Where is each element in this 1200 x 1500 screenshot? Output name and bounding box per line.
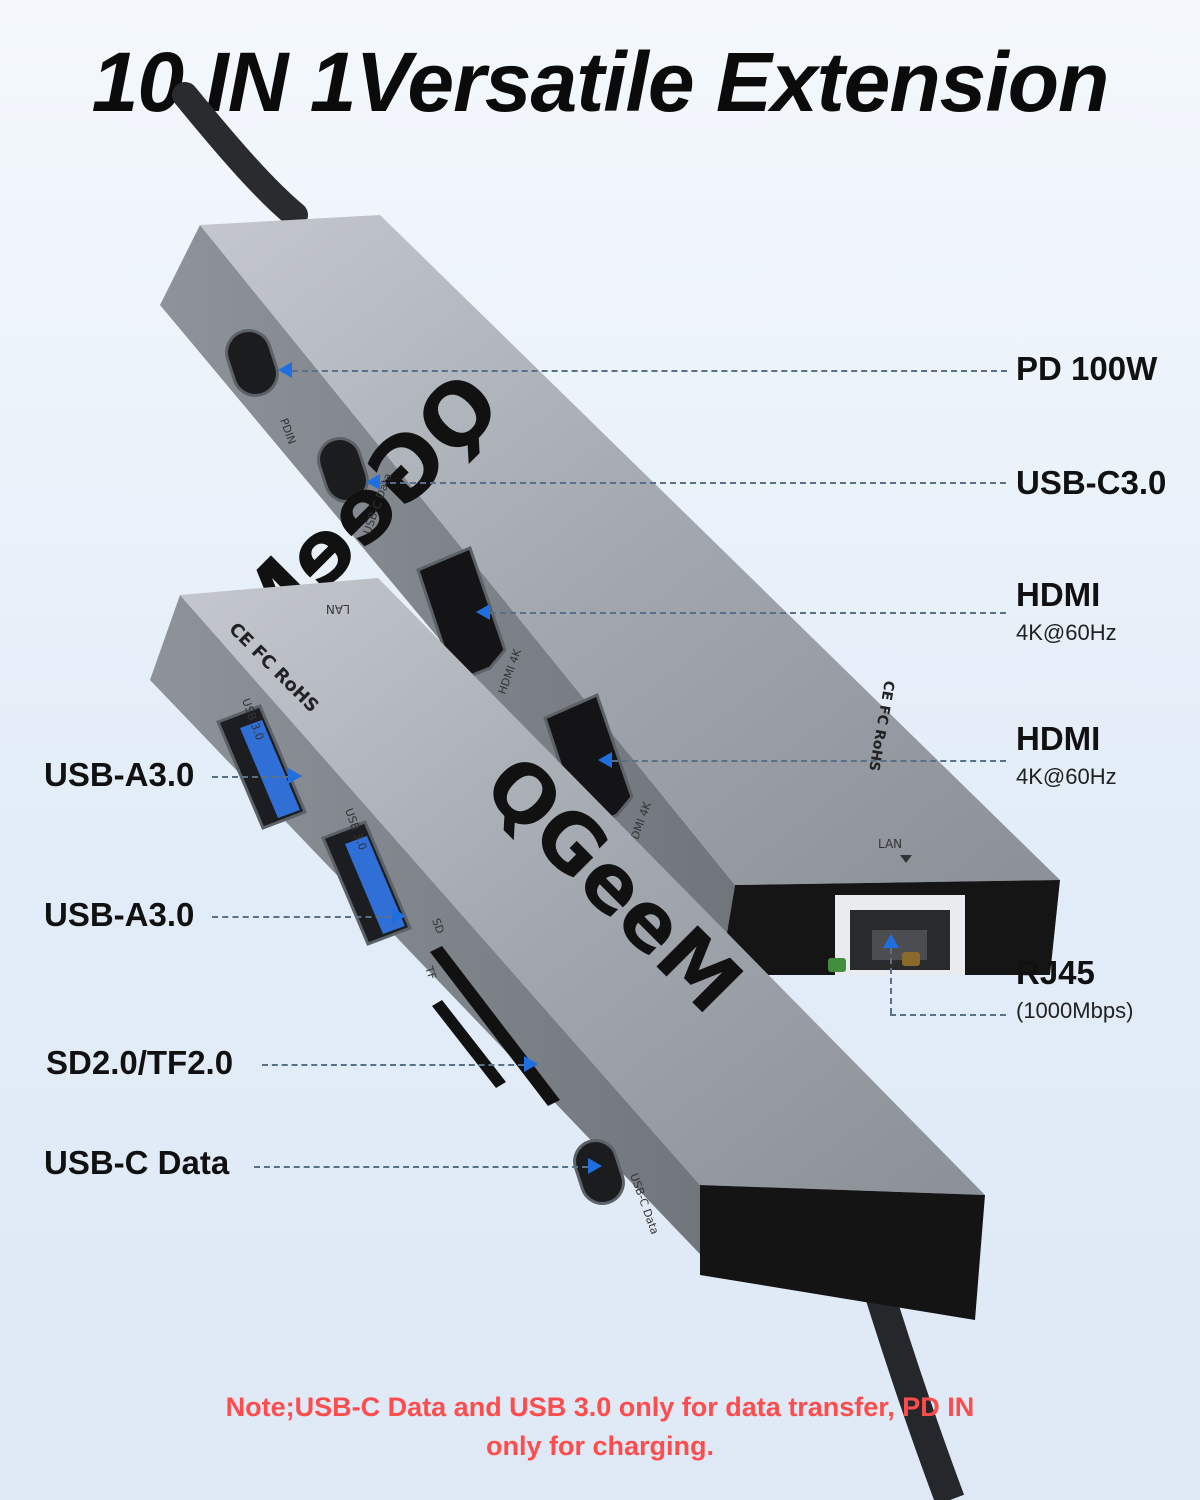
callout-rj45-sub: (1000Mbps) — [1016, 998, 1134, 1023]
callout-sd-tf: SD2.0/TF2.0 — [46, 1044, 234, 1081]
callout-pd: PD 100W — [1016, 350, 1158, 387]
arrow-left-icon — [598, 752, 612, 768]
arrow-left-icon — [366, 474, 380, 490]
rj45-leader-vertical — [890, 948, 892, 1014]
charging-note: Note;USB-C Data and USB 3.0 only for dat… — [150, 1388, 1050, 1466]
callout-usb-a-2: USB-A3.0 — [44, 896, 195, 933]
callout-hdmi-2-sub: 4K@60Hz — [1016, 764, 1117, 789]
rj45-leader-horizontal — [890, 1014, 1006, 1016]
usbcdata-leader-line — [254, 1166, 588, 1168]
pd-in-port — [225, 329, 279, 397]
arrow-up-icon — [883, 934, 899, 948]
callout-usbc-data: USB-C Data — [44, 1144, 230, 1181]
pd-leader-line — [292, 370, 1007, 372]
callout-hdmi-1: HDMI — [1016, 576, 1101, 613]
arrow-left-icon — [278, 362, 292, 378]
usbc3-leader-line — [380, 482, 1006, 484]
arrow-left-icon — [476, 604, 490, 620]
callout-usb-a-1: USB-A3.0 — [44, 756, 195, 793]
callout-hdmi-1-sub: 4K@60Hz — [1016, 620, 1117, 645]
headline: 10 IN 1Versatile Extension — [91, 35, 1110, 129]
usba1-leader-line — [212, 776, 288, 778]
top-cable — [172, 82, 308, 228]
rj45-port — [828, 895, 965, 975]
tf-slot — [432, 1000, 506, 1088]
svg-text:TF: TF — [422, 964, 439, 982]
callout-usbc3: USB-C3.0 — [1016, 464, 1167, 501]
hdmi1-leader-line — [490, 612, 1006, 614]
svg-text:LAN: LAN — [326, 602, 350, 616]
note-line-2: only for charging. — [485, 1431, 714, 1462]
usbc-data-port-top — [317, 437, 369, 503]
usba2-leader-line — [212, 916, 392, 918]
arrow-right-icon — [588, 1158, 602, 1174]
hdmi2-leader-line — [612, 760, 1006, 762]
callout-rj45: RJ45 — [1016, 954, 1095, 991]
arrow-right-icon — [392, 908, 406, 924]
note-line-1: Note;USB-C Data and USB 3.0 only for dat… — [225, 1392, 975, 1422]
sdtf-leader-line — [262, 1064, 524, 1066]
svg-text:LAN: LAN — [878, 837, 902, 851]
svg-text:SD: SD — [429, 917, 447, 936]
arrow-right-icon — [288, 768, 302, 784]
arrow-right-icon — [524, 1056, 538, 1072]
callout-hdmi-2: HDMI — [1016, 720, 1101, 757]
